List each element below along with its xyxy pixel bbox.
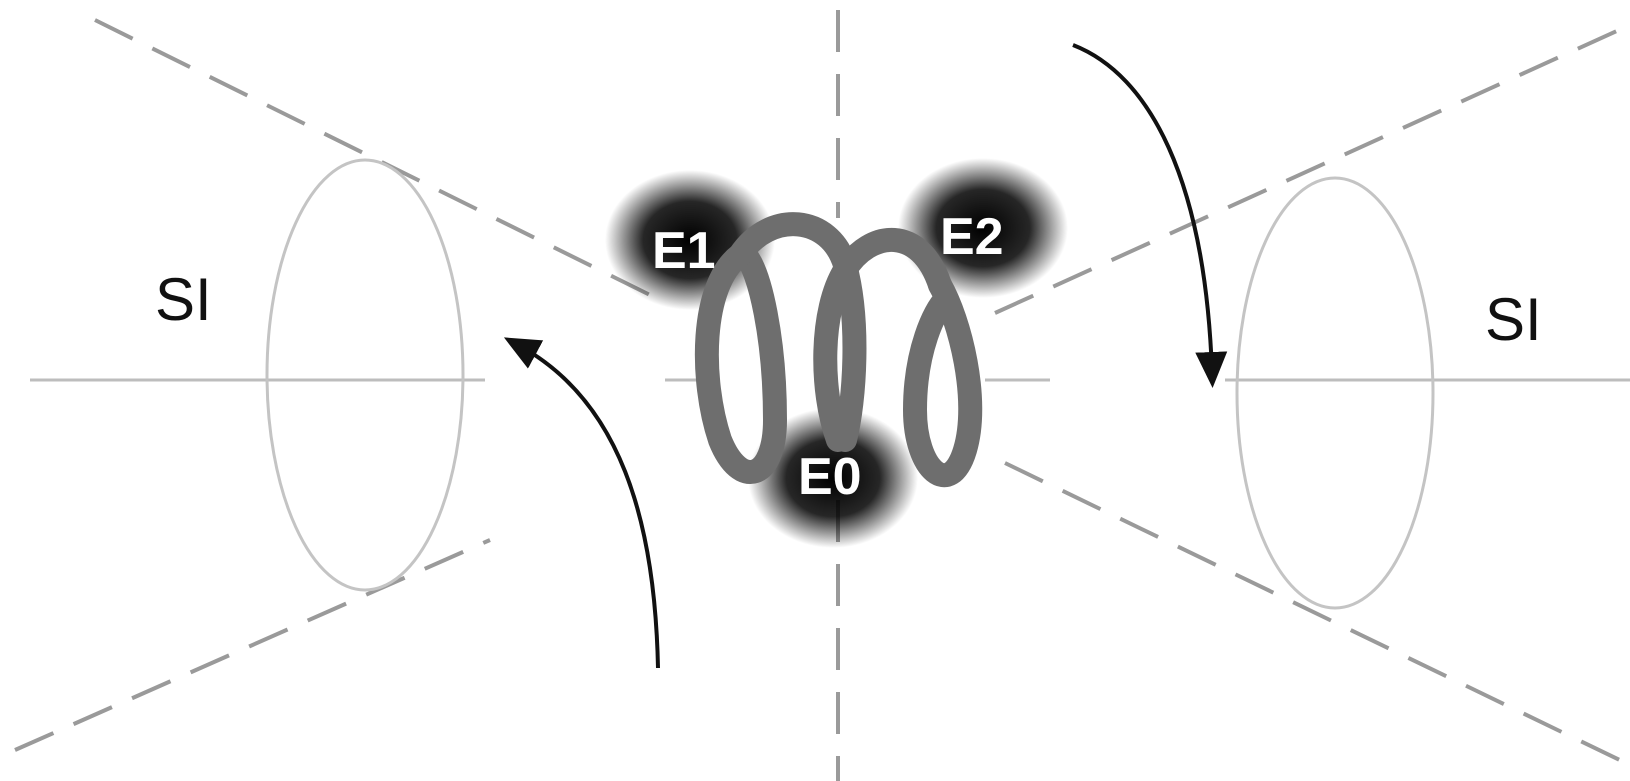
left-region-label: SI bbox=[155, 266, 212, 333]
right-ellipse bbox=[1237, 178, 1433, 608]
electrode-1-label: E1 bbox=[652, 222, 716, 280]
electrode-2-label: E2 bbox=[940, 208, 1004, 266]
dashed-line-upper-right bbox=[995, 25, 1630, 313]
dashed-line-upper-left bbox=[95, 20, 650, 295]
coil-right-loop bbox=[915, 285, 970, 475]
dashed-line-lower-left bbox=[15, 540, 490, 750]
figure-eight-coil-icon bbox=[707, 224, 970, 475]
left-ellipse bbox=[267, 160, 463, 590]
electrode-0-label: E0 bbox=[798, 448, 862, 506]
right-curved-arrow bbox=[1073, 45, 1212, 372]
right-region-label: SI bbox=[1485, 286, 1542, 353]
left-curved-arrow bbox=[518, 345, 658, 668]
dashed-line-lower-right bbox=[1005, 463, 1630, 765]
